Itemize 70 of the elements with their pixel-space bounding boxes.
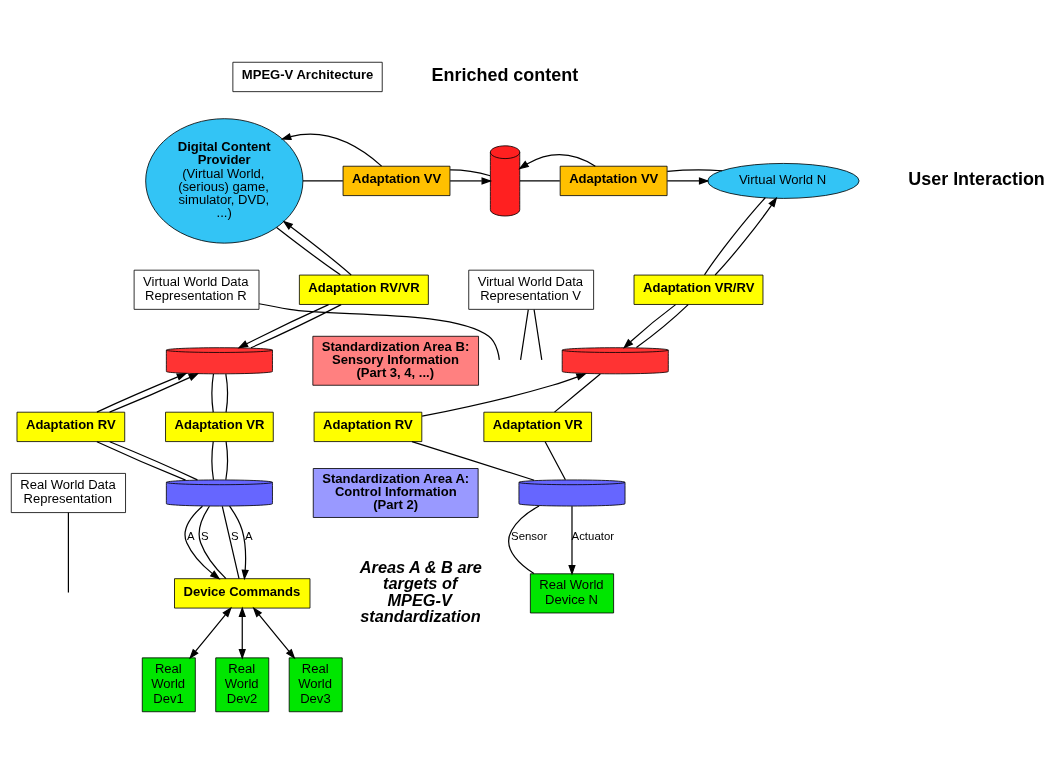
arrow (518, 154, 596, 170)
connector (250, 304, 342, 349)
label: Areas A & B are targets of MPEG-V standardization (359, 557, 482, 625)
connector (519, 180, 561, 182)
node-box: Real World Device N (529, 573, 615, 614)
node-box: Adaptation VV (559, 165, 668, 196)
connector (666, 169, 723, 172)
node-box: MPEG-V Architecture (232, 61, 383, 93)
connector (211, 373, 215, 413)
connector (258, 303, 500, 361)
arrow (228, 505, 249, 581)
edge-label: S (200, 529, 209, 542)
arrow (623, 304, 677, 349)
node-box: Virtual World Data Representation R (133, 269, 260, 310)
connector (533, 308, 543, 361)
connector (96, 441, 187, 481)
connector (520, 308, 529, 361)
node-box: Virtual World Data Representation V (468, 269, 595, 310)
node-box: Adaptation VV (342, 165, 451, 196)
arrow (109, 373, 200, 413)
connector (225, 373, 228, 413)
arrow (568, 505, 576, 576)
connector (276, 226, 341, 276)
arrow (237, 304, 330, 349)
connector (508, 505, 540, 575)
connector (109, 441, 198, 481)
arrow (421, 373, 587, 417)
connector (211, 441, 215, 481)
node-box: Adaptation RV/VR (298, 274, 429, 305)
arrow (184, 505, 221, 580)
node-box: Standardization Area B: Sensory Information (Part 3, 4, ...) (312, 335, 479, 386)
node-ellipse: Digital Content Provider (Virtual World, (serious) game, simulator, DVD, ...) (145, 118, 304, 244)
arrow (666, 177, 710, 185)
arrow (252, 606, 296, 660)
connector (302, 180, 344, 182)
arrow (280, 133, 383, 167)
arrow (189, 606, 232, 660)
arrow (714, 196, 778, 276)
node-box: Real World Dev1 (141, 657, 196, 713)
connector (411, 441, 535, 481)
edge-label: A (187, 529, 195, 542)
node-box: Real World Dev2 (215, 657, 270, 713)
node-box: Real World Data Representation (10, 473, 126, 513)
arrow (96, 373, 188, 413)
connector (449, 169, 491, 177)
edge-label: S (231, 529, 239, 542)
node-box: Adaptation VR (165, 411, 274, 442)
label: User Interaction (908, 168, 1045, 189)
connector (221, 505, 240, 580)
node-box: Adaptation VR/RV (633, 274, 764, 305)
node-box: Adaptation RV (16, 411, 126, 442)
connector (703, 197, 766, 276)
connector (225, 441, 228, 481)
node-box: Real World Dev3 (288, 657, 343, 713)
connector (198, 505, 227, 580)
node-ellipse: Virtual World N (707, 163, 860, 199)
node-box: Device Commands (174, 578, 311, 609)
arrow (449, 177, 493, 185)
arrow (282, 220, 352, 276)
node-box: Standardization Area A: Control Information (Part 2) (312, 468, 479, 518)
edge-label: Sensor (511, 529, 548, 542)
connector (67, 512, 69, 594)
connector (635, 304, 689, 349)
connector (553, 373, 601, 413)
node-box: Adaptation RV (313, 411, 423, 442)
node-box: Adaptation VR (483, 411, 592, 442)
arrow (238, 606, 246, 660)
edge-label: A (244, 529, 253, 542)
connector (544, 441, 566, 481)
label: Enriched content (431, 64, 579, 85)
